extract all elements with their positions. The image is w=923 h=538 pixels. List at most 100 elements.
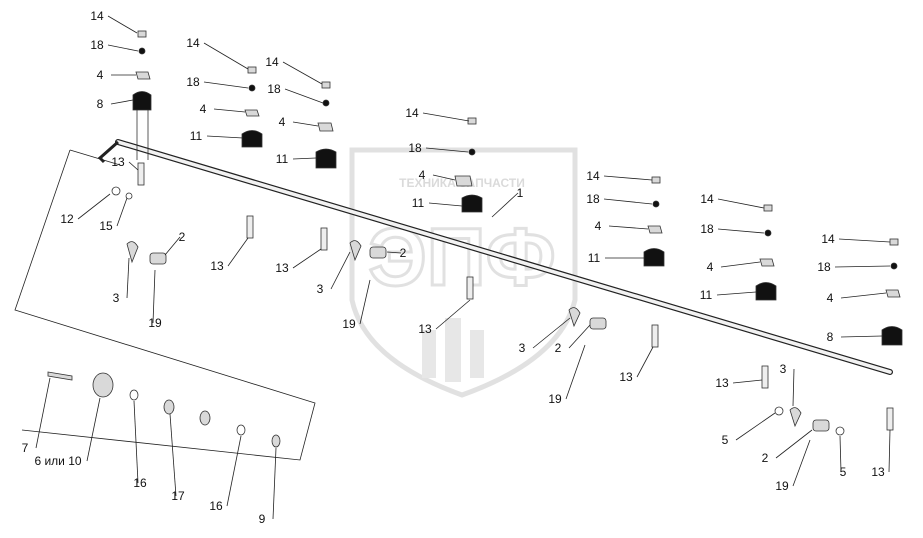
callout: 14	[700, 192, 765, 209]
leader-line	[491, 192, 519, 218]
callout-label: 17	[171, 489, 185, 503]
callout: 18	[90, 38, 139, 52]
leader-line	[292, 248, 322, 269]
callout: 19	[148, 269, 162, 330]
leader-line	[834, 265, 891, 268]
callout-label: 18	[186, 75, 200, 89]
callout: 15	[99, 197, 128, 233]
leader-line	[330, 251, 351, 290]
callout-label: 14	[821, 232, 835, 246]
callout: 11	[412, 196, 463, 210]
callout: 17	[169, 413, 185, 503]
leader-line	[732, 379, 763, 384]
callout: 13	[418, 299, 471, 336]
leader-line	[226, 435, 242, 507]
leader-line	[425, 147, 469, 153]
callout: 11	[700, 288, 757, 302]
callout-label: 14	[186, 36, 200, 50]
leader-line	[428, 202, 463, 207]
callout-label: 14	[700, 192, 714, 206]
leader-line	[532, 317, 571, 349]
callout-label: 13	[275, 261, 289, 275]
leader-line	[839, 435, 842, 473]
wheat-emblem	[422, 318, 484, 382]
callout-label: 18	[586, 192, 600, 206]
callout-label: 16	[209, 499, 223, 513]
callout-label: 13	[111, 155, 125, 169]
main-shaft	[97, 139, 893, 375]
leader-line	[86, 397, 101, 462]
callout-label: 13	[210, 259, 224, 273]
leader-line	[213, 108, 246, 113]
callout: 13	[871, 429, 891, 479]
callout-label: 7	[22, 441, 29, 455]
callout: 18	[700, 222, 765, 236]
leader-line	[568, 324, 591, 349]
callout: 14	[90, 9, 138, 34]
callout-label: 14	[405, 106, 419, 120]
callout: 16	[209, 435, 242, 513]
callout: 4	[97, 68, 136, 82]
callout: 4	[419, 168, 456, 182]
leader-line	[292, 157, 317, 160]
callout: 8	[97, 97, 134, 111]
callout: 2	[762, 429, 813, 465]
callout-label: 14	[90, 9, 104, 23]
callout: 19	[342, 279, 371, 331]
callout-label: 4	[279, 115, 286, 129]
callout: 3	[780, 362, 795, 407]
leader-line	[840, 292, 887, 299]
leader-line	[227, 237, 249, 267]
callout: 18	[267, 82, 324, 104]
leader-line	[717, 198, 765, 209]
callout-label: 11	[700, 288, 713, 302]
callout: 7	[22, 377, 51, 455]
leader-line	[116, 197, 128, 227]
callout: 1	[491, 186, 524, 218]
leader-line	[603, 175, 653, 181]
leader-line	[603, 198, 653, 205]
callout: 14	[405, 106, 470, 122]
callout-label: 8	[827, 330, 834, 344]
callout-label: 5	[840, 465, 847, 479]
callout-label: 19	[548, 392, 562, 406]
callout-label: 4	[419, 168, 426, 182]
callout-label: 19	[775, 479, 789, 493]
leader-line	[110, 99, 134, 105]
callout: 12	[60, 193, 111, 226]
callout-label: 1	[517, 186, 524, 200]
callout-label: 11	[412, 196, 425, 210]
leader-line	[152, 269, 156, 324]
part-drawings	[47, 30, 903, 448]
leader-line	[35, 377, 51, 449]
leader-line	[888, 429, 891, 473]
callout-label: 18	[90, 38, 104, 52]
callout: 4	[827, 291, 887, 305]
callout: 6 или 10	[34, 397, 101, 468]
callout-label: 6 или 10	[34, 454, 81, 468]
callout-label: 13	[418, 322, 432, 336]
leader-line	[133, 400, 139, 484]
callout-label: 5	[722, 433, 729, 447]
leader-line	[565, 344, 586, 400]
leader-line	[126, 257, 130, 299]
leader-line	[292, 121, 319, 127]
callout: 13	[275, 248, 322, 275]
leader-line	[282, 61, 323, 85]
leader-line	[203, 42, 249, 70]
callout: 3	[113, 257, 130, 305]
callout-label: 9	[259, 512, 266, 526]
callout: 4	[200, 102, 246, 116]
callout: 8	[827, 330, 883, 344]
callout-label: 4	[707, 260, 714, 274]
callout: 16	[133, 400, 147, 490]
callout: 4	[595, 219, 649, 233]
callout-label: 4	[827, 291, 834, 305]
callout-label: 2	[555, 341, 562, 355]
leader-line	[359, 279, 371, 325]
leader-line	[717, 228, 765, 234]
callout-label: 12	[60, 212, 74, 226]
callout: 18	[408, 141, 469, 155]
callout: 4	[279, 115, 319, 129]
